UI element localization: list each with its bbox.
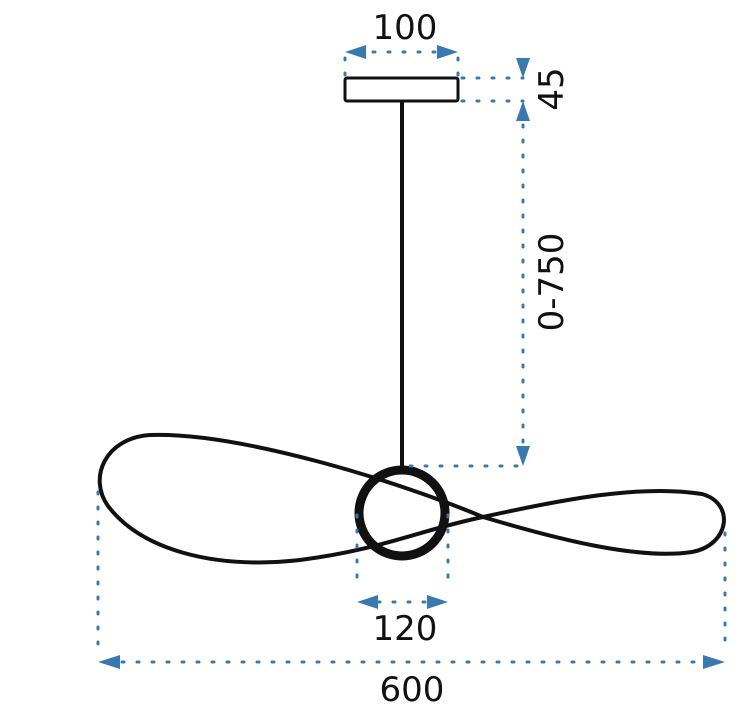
label-100: 100 — [373, 8, 438, 48]
ceiling-canopy — [343, 76, 460, 103]
label-0-750: 0-750 — [532, 233, 572, 332]
dimension-cable-length: 0-750 — [408, 123, 572, 468]
dimension-ring-diameter: 120 — [355, 513, 450, 649]
dimension-total-width: 600 — [96, 490, 727, 710]
center-ring — [354, 465, 450, 561]
label-45: 45 — [532, 67, 572, 110]
dimension-canopy-width: 100 — [343, 8, 460, 80]
label-120: 120 — [373, 609, 438, 649]
dimension-canopy-height: 45 — [460, 58, 572, 121]
propeller-shade — [97, 432, 726, 565]
label-600: 600 — [380, 670, 445, 710]
